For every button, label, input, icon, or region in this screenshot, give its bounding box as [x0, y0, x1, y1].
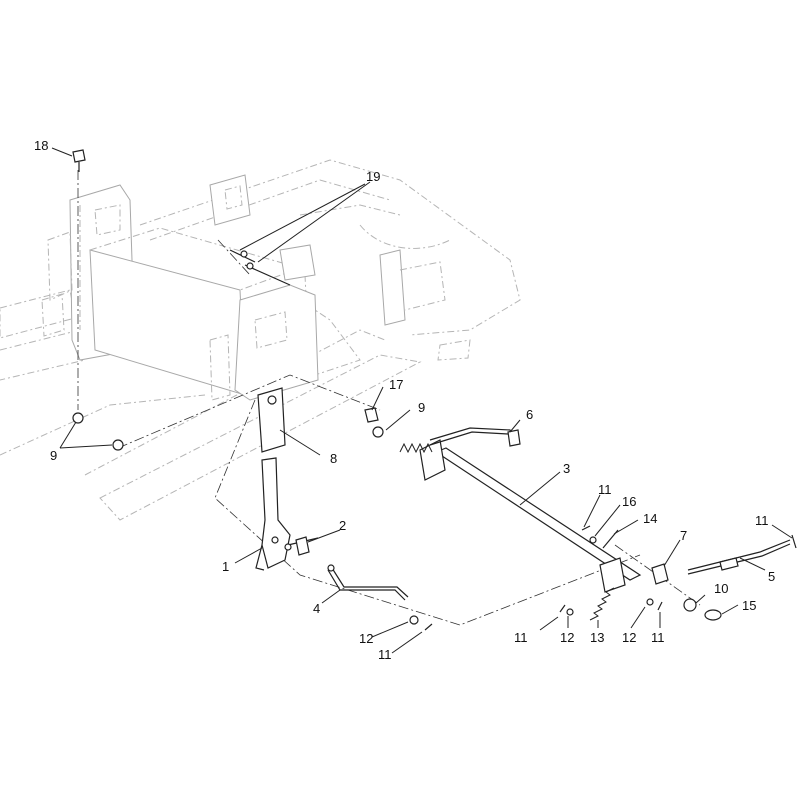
part-13-spring — [589, 587, 615, 621]
callout-7: 7 — [680, 528, 687, 543]
callout-12-left: 12 — [359, 631, 373, 646]
callout-14: 14 — [643, 511, 657, 526]
callout-16: 16 — [622, 494, 636, 509]
part-12-washer-bottom-left — [566, 608, 574, 616]
callout-11-right: 11 — [755, 513, 769, 528]
part-11-cotter-bottom-right — [657, 601, 663, 611]
part-12-washer-left — [409, 615, 419, 625]
part-9-nut-left-lower — [72, 412, 84, 424]
part-9-nut-right — [372, 426, 384, 438]
callout-17: 17 — [389, 377, 403, 392]
callout-labels: 18 19 17 9 9 8 6 3 11 16 14 7 11 5 10 15… — [34, 138, 775, 662]
callout-11-bottom-2: 11 — [651, 630, 665, 645]
callout-15: 15 — [742, 598, 756, 613]
callout-1: 1 — [222, 559, 229, 574]
callout-12-bottom-2: 12 — [622, 630, 636, 645]
callout-8: 8 — [330, 451, 337, 466]
leader-lines — [51, 147, 793, 654]
mower-frame-outline — [0, 159, 521, 521]
callout-5: 5 — [768, 569, 775, 584]
callout-6: 6 — [526, 407, 533, 422]
part-8-bracket — [257, 387, 286, 453]
callout-9-left: 9 — [50, 448, 57, 463]
part-17-bolt — [364, 407, 379, 423]
part-11-cotter-upper — [581, 525, 591, 531]
part-11-cotter-left — [424, 623, 433, 631]
callout-10: 10 — [714, 581, 728, 596]
assembly-centerlines — [77, 170, 701, 626]
part-7-bushing — [651, 563, 669, 585]
part-10-nut — [683, 598, 697, 612]
part-2-pivot-bolt — [284, 536, 319, 556]
callout-12-bottom-1: 12 — [560, 630, 574, 645]
callout-9-right: 9 — [418, 400, 425, 415]
part-11-cotter-right — [791, 534, 797, 549]
part-5-adjust-rod — [687, 539, 791, 575]
callout-18: 18 — [34, 138, 48, 153]
callout-3: 3 — [563, 461, 570, 476]
part-1-lever — [255, 457, 291, 571]
part-12-washer-bottom-right — [646, 598, 654, 606]
part-4-link-rod — [327, 564, 409, 601]
callout-19: 19 — [366, 169, 380, 184]
part-9-nut-left — [112, 439, 124, 451]
part-19-pins — [229, 249, 291, 286]
callout-11-bottom-1: 11 — [514, 630, 528, 645]
callout-2: 2 — [339, 518, 346, 533]
part-6-control-rod — [399, 427, 521, 454]
part-18-bolt — [72, 149, 86, 172]
part-15-washer — [704, 609, 722, 621]
part-11-cotter-bottom-left — [559, 604, 566, 613]
callout-13: 13 — [590, 630, 604, 645]
callout-11-upper: 11 — [598, 482, 612, 497]
part-16-washer — [589, 536, 597, 544]
callout-11-left: 11 — [378, 647, 392, 662]
part-3-cross-shaft — [419, 439, 642, 593]
callout-4: 4 — [313, 601, 320, 616]
